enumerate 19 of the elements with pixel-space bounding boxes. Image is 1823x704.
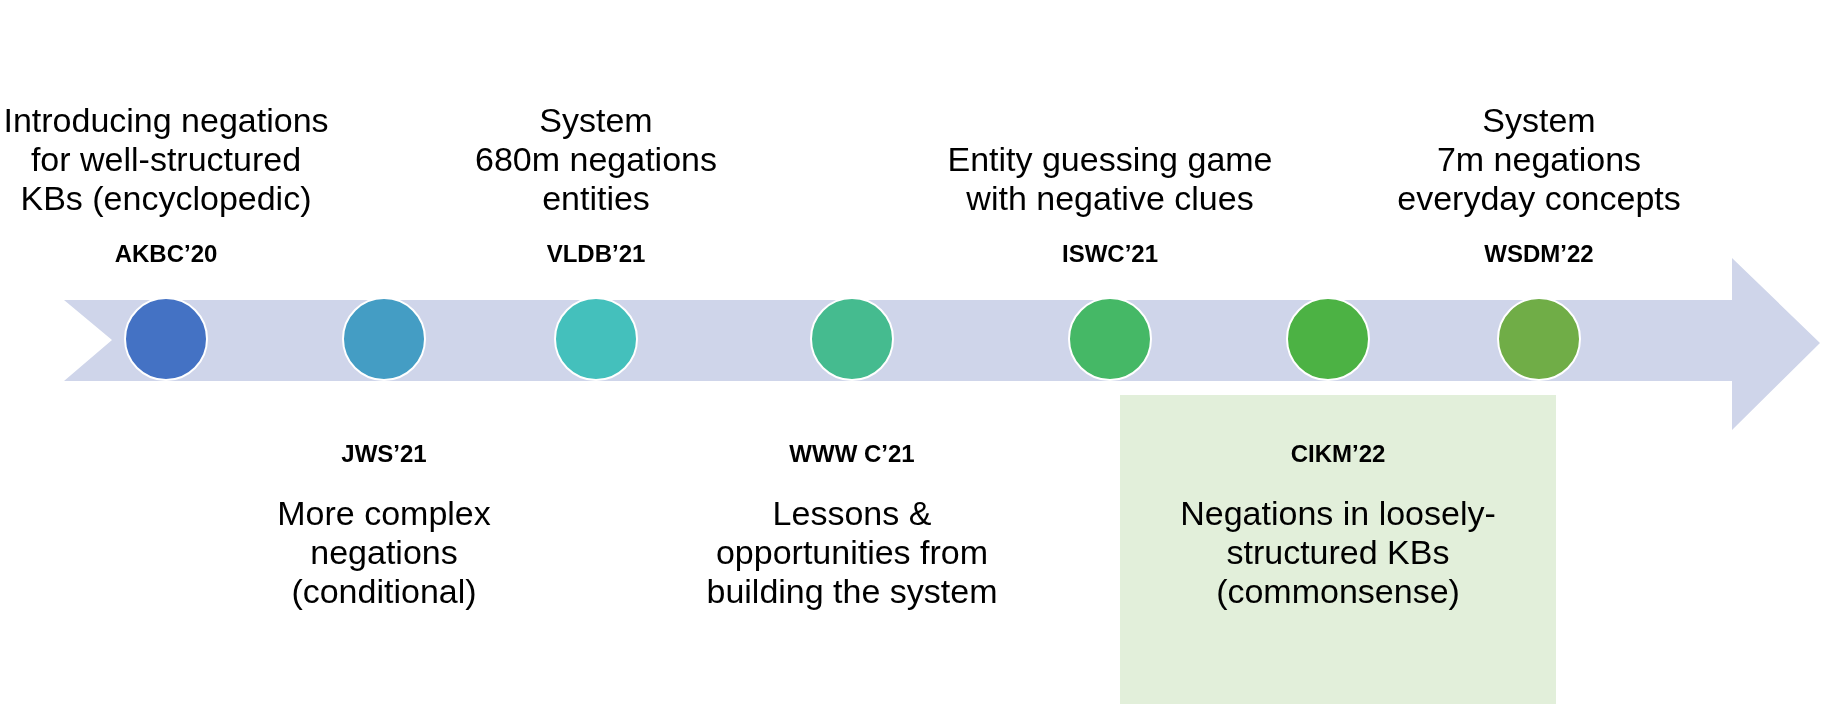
- description-text: Introducing negations for well-structured KBs (encyclopedic): [2, 101, 330, 218]
- venue-label: JWS’21: [341, 440, 427, 468]
- venue-label: AKBC’20: [114, 240, 218, 268]
- venue-label: VLDB’21: [546, 240, 646, 268]
- highlight-box: [1120, 395, 1556, 704]
- description-text: System: [539, 101, 653, 140]
- description-text: More complex negations (conditional): [276, 494, 492, 611]
- description-text: everyday concepts: [1397, 179, 1681, 218]
- description-text: 7m negations: [1436, 140, 1642, 179]
- description-text: 680m negations: [475, 140, 717, 179]
- venue-label: ISWC’21: [1062, 240, 1158, 268]
- description-text: Lessons & opportunities from building the system: [705, 494, 999, 611]
- description-text: Negations in loosely-structured KBs (commonsense): [1179, 494, 1497, 611]
- venue-label: CIKM’22: [1290, 440, 1386, 468]
- venue-label: WSDM’22: [1484, 240, 1594, 268]
- description-text: System: [1482, 101, 1596, 140]
- venue-label: WWW C’21: [789, 440, 915, 468]
- description-text: entities: [542, 179, 650, 218]
- description-text: Entity guessing game with negative clues: [946, 140, 1274, 218]
